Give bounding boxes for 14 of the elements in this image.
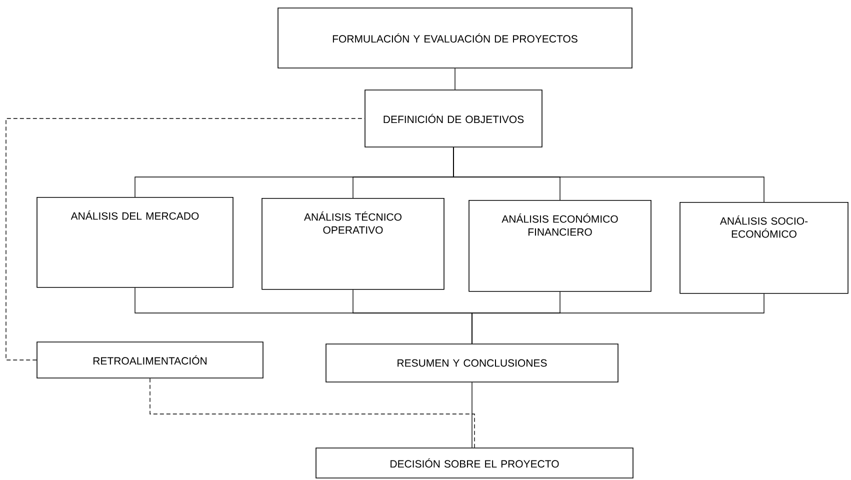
connector-line bbox=[6, 118, 365, 360]
process-box: RESUMEN Y CONCLUSIONES bbox=[326, 344, 618, 382]
connector-line bbox=[454, 68, 456, 90]
process-box: RETROALIMENTACIÓN bbox=[36, 342, 264, 378]
connector-line bbox=[150, 378, 475, 448]
connector-line bbox=[453, 147, 764, 202]
process-box: ANÁLISIS TÉCNICO OPERATIVO bbox=[262, 198, 444, 290]
process-box: DECISIÓN SOBRE EL PROYECTO bbox=[316, 448, 634, 478]
connector-line bbox=[472, 293, 764, 344]
process-box: ANÁLISIS DEL MERCADO bbox=[36, 197, 234, 288]
process-box: DEFINICIÓN DE OBJETIVOS bbox=[364, 90, 542, 148]
process-box: ANÁLISIS ECONÓMICO FINANCIERO bbox=[468, 200, 652, 292]
process-box: FORMULACIÓN Y EVALUACIÓN DE PROYECTOS bbox=[278, 8, 632, 68]
process-box: ANÁLISIS SOCIO- ECONÓMICO bbox=[680, 202, 848, 294]
